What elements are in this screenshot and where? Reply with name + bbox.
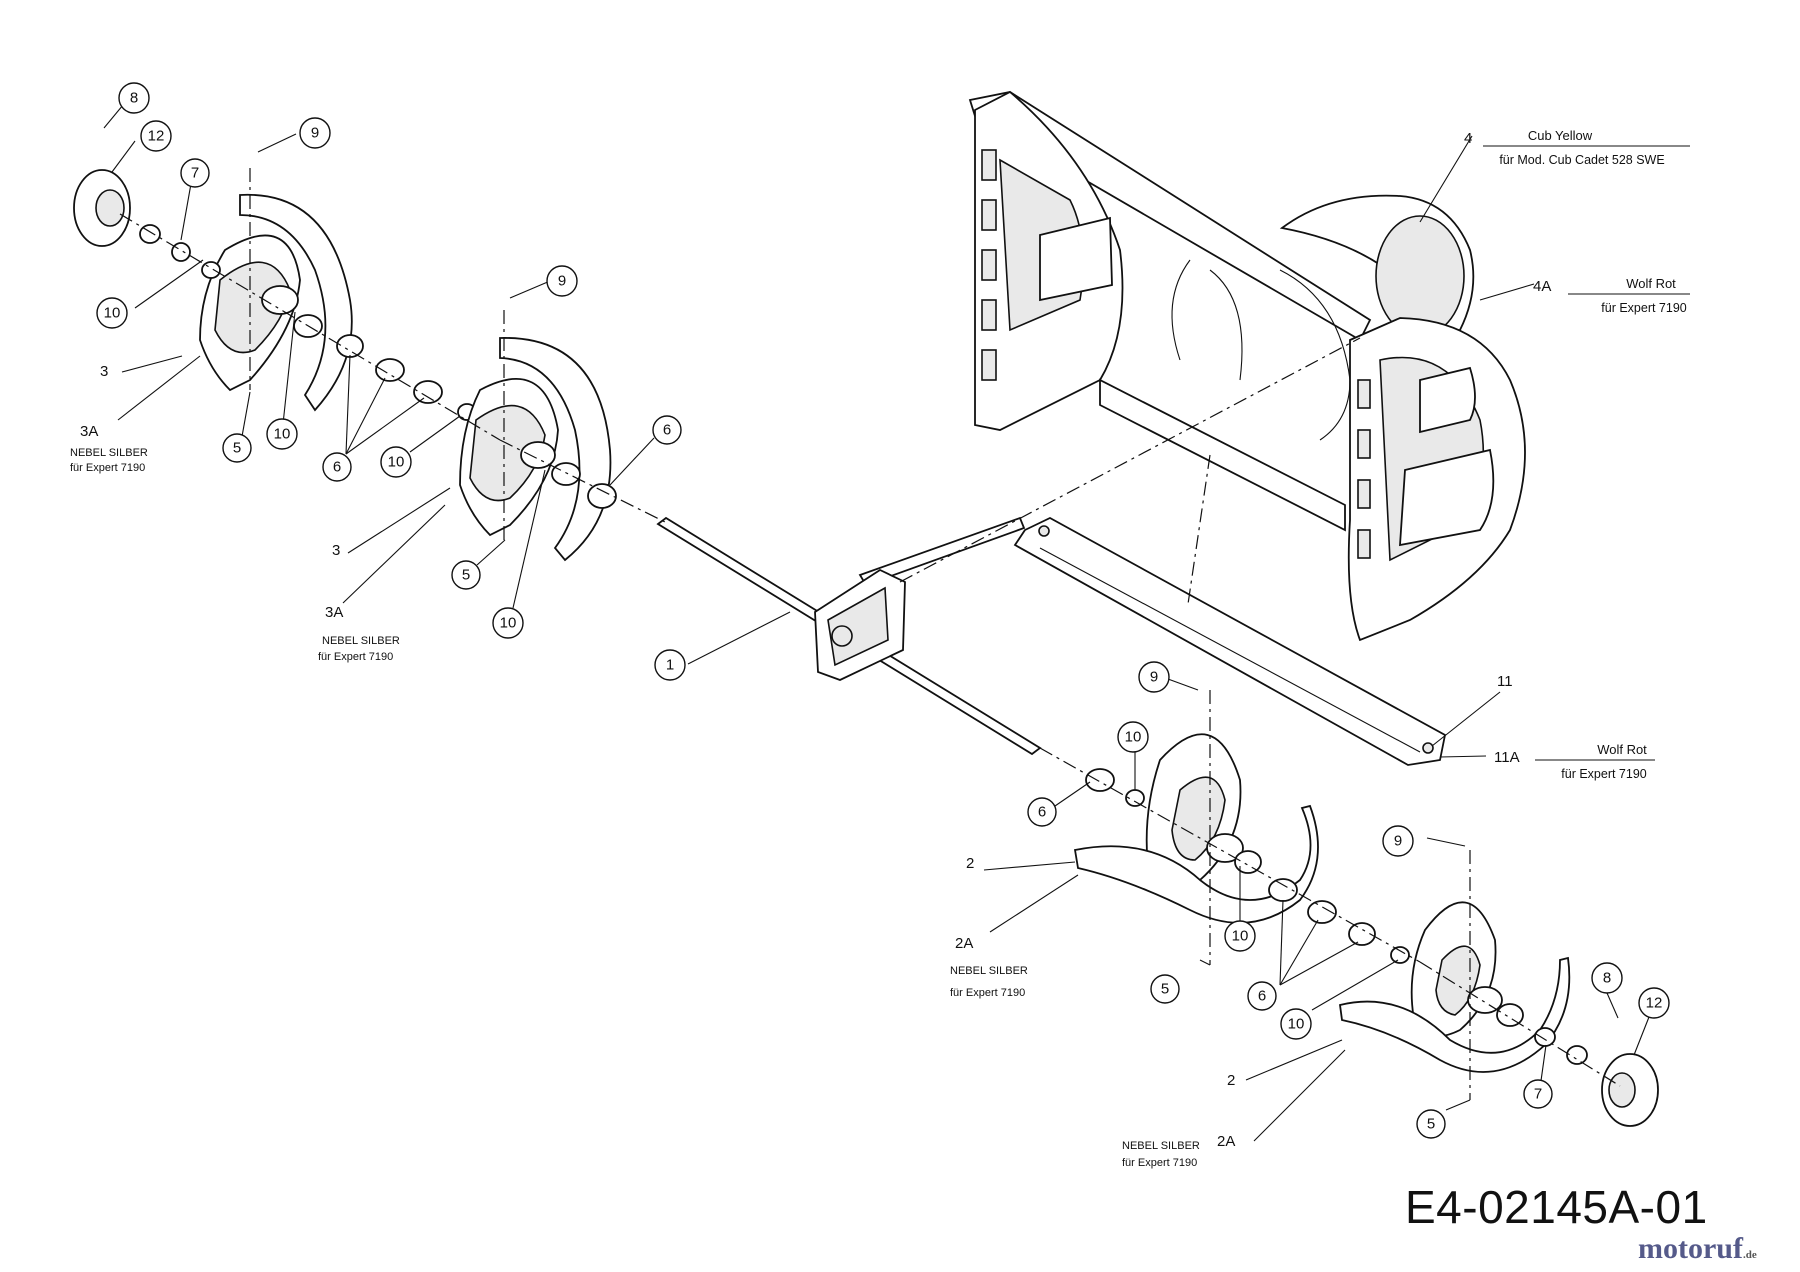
callout-label: 6: [1038, 804, 1046, 821]
watermark-suffix: .de: [1742, 1249, 1757, 1261]
callout-6-first: 6: [322, 452, 352, 482]
callout-label: 1: [666, 657, 674, 674]
watermark-logo: motoruf.de: [1638, 1232, 1757, 1266]
part-label-3: 3: [100, 363, 108, 380]
callout-12-top: 12: [140, 120, 172, 152]
left-auger-inner: [459, 337, 617, 562]
callout-10-left: 10: [96, 297, 128, 329]
part-label-3A: 3A: [80, 423, 98, 440]
callout-9-third: 9: [1138, 661, 1170, 693]
scraper-bar: [1013, 516, 1447, 766]
callout-label: 5: [233, 440, 241, 457]
variant-11A-sub: für Expert 7190: [1561, 767, 1647, 781]
callout-8-top: 8: [118, 82, 150, 114]
callout-label: 10: [1125, 729, 1142, 746]
left-auger-outer: [73, 169, 477, 421]
variant-4A-sub: für Expert 7190: [1601, 301, 1687, 315]
variant-4A-title: Wolf Rot: [1626, 276, 1676, 291]
callout-12-bottom: 12: [1638, 987, 1670, 1019]
variant-11A-title: Wolf Rot: [1597, 742, 1647, 757]
variant-note: NEBEL SILBER: [70, 447, 148, 459]
callout-7-top: 7: [180, 158, 210, 188]
callout-label: 7: [191, 165, 199, 182]
variant-note: für Expert 7190: [70, 462, 145, 474]
callout-7-bottom: 7: [1523, 1079, 1553, 1109]
variant-note: für Expert 7190: [950, 987, 1025, 999]
variant-note: für Expert 7190: [1122, 1157, 1197, 1169]
callout-label: 5: [462, 567, 470, 584]
callout-label: 8: [1603, 970, 1611, 987]
callout-label: 6: [333, 459, 341, 476]
variant-4-title: Cub Yellow: [1528, 128, 1593, 143]
part-label-11A: 11A: [1494, 749, 1520, 766]
right-auger-inner: [1073, 733, 1319, 924]
part-label-2: 2: [966, 855, 974, 872]
callout-label: 9: [1150, 669, 1158, 686]
part-label-2A: 2A: [955, 935, 973, 952]
callout-label: 6: [663, 422, 671, 439]
callout-10-sixth: 10: [1224, 920, 1256, 952]
callout-8-bottom: 8: [1591, 962, 1623, 994]
callout-6-fourth: 6: [1247, 981, 1277, 1011]
callout-9-second: 9: [546, 265, 578, 297]
callout-label: 5: [1161, 981, 1169, 998]
callout-label: 9: [558, 273, 566, 290]
variant-note: NEBEL SILBER: [950, 965, 1028, 977]
part-label-4: 4: [1464, 130, 1472, 147]
callout-label: 12: [1646, 995, 1663, 1012]
callout-10-fourth: 10: [492, 607, 524, 639]
callout-label: 10: [500, 615, 517, 632]
auger-shaft: [656, 516, 1042, 756]
variant-note: NEBEL SILBER: [1122, 1140, 1200, 1152]
callout-label: 12: [148, 128, 165, 145]
callout-10-fifth: 10: [1117, 721, 1149, 753]
callout-10-second: 10: [266, 418, 298, 450]
callout-5-fourth: 5: [1416, 1109, 1446, 1139]
part-label-2: 2: [1227, 1072, 1235, 1089]
auger-housing: [968, 90, 1526, 642]
variant-4-sub: für Mod. Cub Cadet 528 SWE: [1499, 153, 1664, 167]
variant-note: NEBEL SILBER: [322, 635, 400, 647]
callout-label: 10: [1232, 928, 1249, 945]
right-auger-outer: [1268, 878, 1659, 1127]
callout-label: 7: [1534, 1086, 1542, 1103]
callout-label: 5: [1427, 1116, 1435, 1133]
part-label-3: 3: [332, 542, 340, 559]
drawing-number: E4-02145A-01: [1405, 1181, 1708, 1233]
part-label-2A: 2A: [1217, 1133, 1235, 1150]
callout-6-third: 6: [1027, 797, 1057, 827]
callout-label: 9: [311, 125, 319, 142]
part-label-3A: 3A: [325, 604, 343, 621]
callout-label: 10: [104, 305, 121, 322]
callout-label: 9: [1394, 833, 1402, 850]
callout-label: 10: [274, 426, 291, 443]
callout-1: 1: [654, 649, 686, 681]
callout-9-first: 9: [299, 117, 331, 149]
callout-label: 8: [130, 90, 138, 107]
part-label-4A: 4A: [1533, 278, 1551, 295]
callout-10-seventh: 10: [1280, 1008, 1312, 1040]
callout-5-first: 5: [222, 433, 252, 463]
callout-label: 6: [1258, 988, 1266, 1005]
watermark-text: motoruf: [1638, 1232, 1743, 1265]
callout-5-third: 5: [1150, 974, 1180, 1004]
variant-note: für Expert 7190: [318, 651, 393, 663]
callout-label: 10: [1288, 1016, 1305, 1033]
callout-10-third: 10: [380, 446, 412, 478]
centerlines: [119, 168, 1621, 1100]
callout-6-second: 6: [652, 415, 682, 445]
callout-9-fourth: 9: [1382, 825, 1414, 857]
callout-label: 10: [388, 454, 405, 471]
part-label-11: 11: [1497, 673, 1513, 690]
callout-5-second: 5: [451, 560, 481, 590]
